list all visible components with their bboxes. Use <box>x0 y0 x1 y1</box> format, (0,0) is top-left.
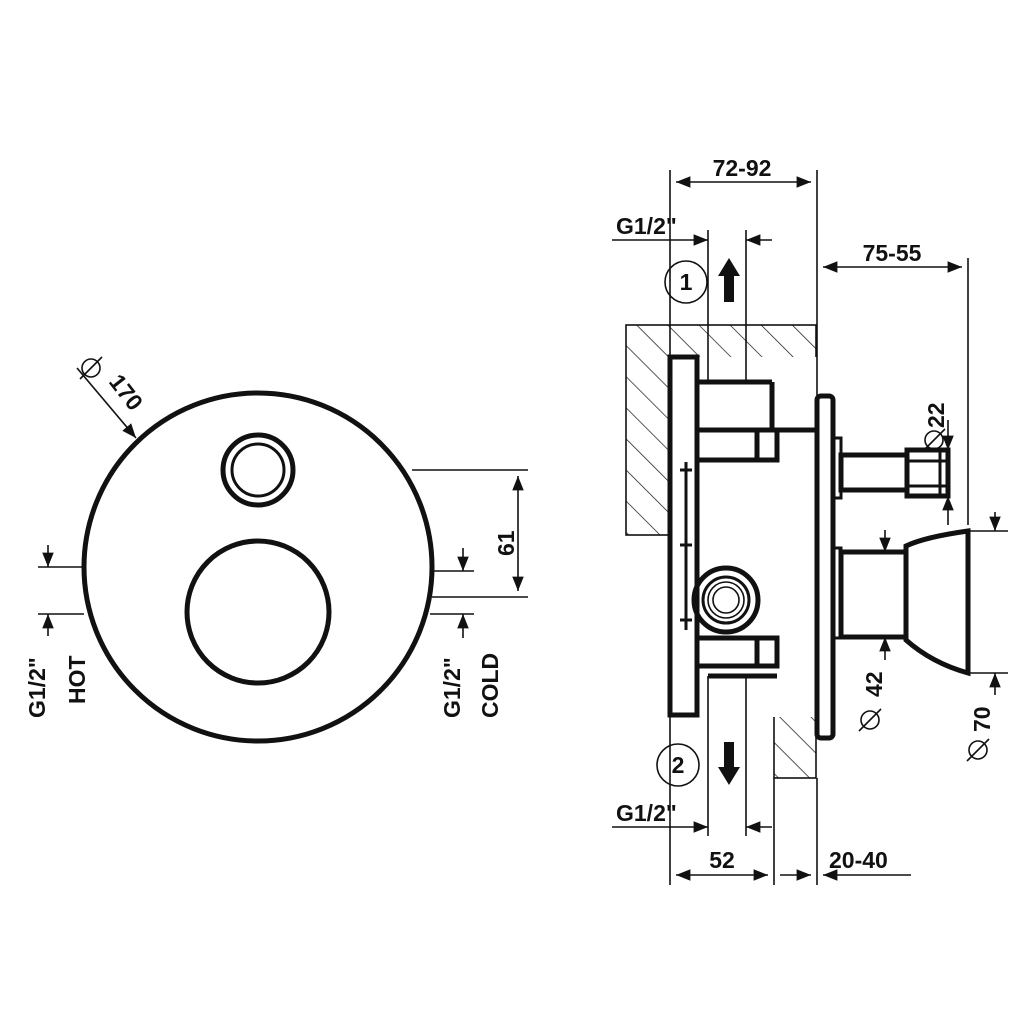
hot-label: HOT <box>64 655 90 704</box>
hot-size-label: G1/2" <box>24 657 50 718</box>
diameter-icon <box>79 356 103 380</box>
main-handle <box>184 538 332 686</box>
wall-range-label: 20-40 <box>829 847 888 873</box>
arrow-up-icon <box>718 258 740 302</box>
top-thread-dimension: G1/2" <box>612 213 772 382</box>
port-1-marker: 1 <box>664 258 740 304</box>
top-depth-label: 72-92 <box>713 155 772 181</box>
height-61-label: 61 <box>493 530 519 556</box>
cold-label: COLD <box>477 653 503 718</box>
valve-backplate <box>667 354 700 718</box>
handle-diameter-label: 42 <box>861 671 887 697</box>
hot-inlet-dimension: G1/2" HOT <box>24 545 90 718</box>
flange-diameter-label: 70 <box>969 706 995 732</box>
projection-dimension: 75-55 <box>823 240 969 525</box>
main-handle-profile <box>831 528 971 677</box>
port-2-marker: 2 <box>656 742 740 787</box>
port-1-number: 1 <box>680 269 693 295</box>
diameter-icon <box>922 428 946 452</box>
flange-diameter-dimension: 70 <box>966 512 1008 762</box>
diverter-knob <box>220 432 296 508</box>
diameter-icon <box>858 708 882 732</box>
diameter-icon <box>966 738 990 762</box>
arrow-down-icon <box>718 742 740 785</box>
handle-diameter-dimension: 42 <box>858 530 891 732</box>
top-depth-dimension: 72-92 <box>669 155 818 396</box>
spout-diameter-label: 22 <box>923 402 949 428</box>
top-thread-label: G1/2" <box>616 213 677 239</box>
wall-range-dimension: 20-40 <box>780 778 911 885</box>
side-view: 1 2 72-92 G1/2" <box>612 155 1008 885</box>
height-61-dimension: 61 <box>412 469 528 598</box>
valve-body <box>697 379 818 679</box>
cover-plate-profile <box>814 393 836 741</box>
cold-inlet-dimension: G1/2" COLD <box>430 548 503 718</box>
bottom-depth-dimension: 52 <box>669 715 775 885</box>
spout-diameter-dimension: 22 <box>922 402 954 525</box>
diverter-stem <box>831 436 951 500</box>
bottom-thread-dimension: G1/2" <box>612 676 772 836</box>
cold-size-label: G1/2" <box>439 657 465 718</box>
diameter-170-dimension: 170 <box>76 356 148 439</box>
bottom-depth-label: 52 <box>709 847 735 873</box>
port-2-number: 2 <box>672 752 685 778</box>
bottom-thread-label: G1/2" <box>616 800 677 826</box>
front-view: 170 61 G1/2" HOT G1/2" COLD <box>24 356 528 744</box>
inlet-port <box>691 565 761 635</box>
projection-label: 75-55 <box>863 240 922 266</box>
